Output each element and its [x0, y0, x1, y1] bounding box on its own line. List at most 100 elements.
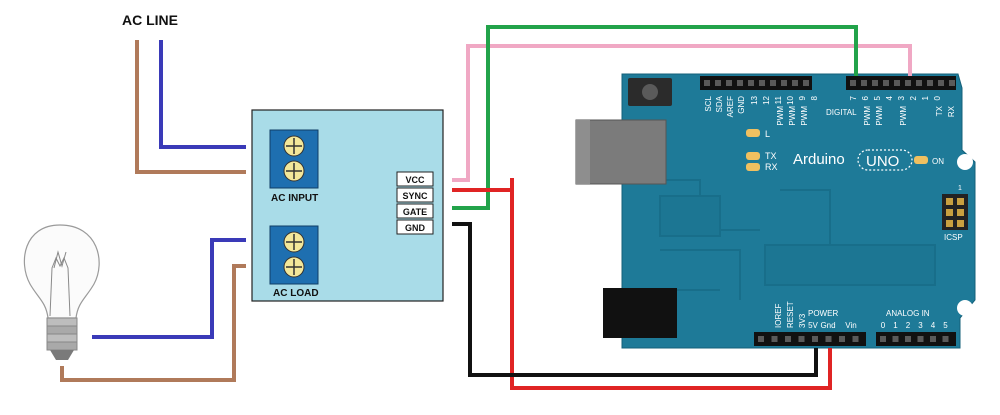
header-pin [930, 336, 936, 342]
mount-hole [957, 154, 973, 170]
header-analog [876, 332, 956, 346]
icsp-pin [946, 220, 953, 227]
digital-pin-label: SDA [715, 95, 724, 112]
wire-gnd-black [452, 222, 818, 377]
icsp-label: ICSP [944, 233, 963, 242]
power-pin-label: IOREF [774, 303, 783, 328]
header-pin [792, 80, 798, 86]
pwm-label: PWM [875, 106, 884, 126]
analog-label: ANALOG IN [886, 309, 930, 318]
header-pin [938, 80, 944, 86]
icsp-pin [946, 209, 953, 216]
header-pin [892, 336, 899, 342]
header-power [754, 332, 866, 346]
module-pin-box [396, 203, 434, 219]
module-pin-box [396, 219, 434, 235]
header-pin [798, 336, 805, 342]
header-pin [770, 80, 776, 86]
digital-pin-label: 12 [762, 95, 771, 104]
header-pin [781, 80, 787, 86]
header-pin [825, 336, 832, 342]
header-top-right [846, 76, 956, 90]
header-pin [812, 336, 818, 342]
power-jack [603, 288, 677, 338]
header-pin [927, 80, 933, 86]
pwm-label: PWM [800, 106, 809, 126]
wire-load-brown [60, 264, 246, 382]
digital-pin-label: 10 [786, 95, 795, 104]
light-bulb-icon [23, 224, 100, 360]
icsp-header [942, 194, 968, 230]
digital-pin-label: 2 [909, 95, 918, 100]
digital-pin-label: SCL [704, 95, 713, 111]
header-pin [704, 80, 710, 86]
analog-pin-label: 4 [931, 321, 936, 330]
ac-load-label: AC LOAD [273, 288, 319, 299]
header-pin [883, 80, 889, 86]
header-pin [726, 80, 732, 86]
ac-line-label: AC LINE [122, 12, 178, 28]
led-on [914, 156, 928, 164]
wire-gate-green [452, 25, 858, 210]
digital-pin-label: 8 [810, 95, 819, 100]
led-l [746, 129, 760, 137]
header-pin [905, 336, 911, 342]
header-pin [905, 80, 911, 86]
serial-pin-label: TX [935, 105, 944, 116]
header-pin [759, 80, 765, 86]
digital-pin-label: 9 [798, 95, 807, 100]
power-pin-label: Vin [845, 321, 856, 330]
header-pin [850, 80, 856, 86]
serial-pin-label: RX [947, 105, 956, 117]
wire-ac-line-blue [159, 40, 246, 149]
pwm-label: PWM [788, 106, 797, 126]
header-pin [942, 336, 949, 342]
header-pin [758, 336, 764, 342]
mount-hole [957, 300, 973, 316]
header-pin [803, 80, 809, 86]
digital-pin-label: 11 [774, 95, 783, 104]
module-pin-label: GATE [403, 207, 427, 217]
module-pin-label: GND [405, 223, 426, 233]
header-pin [861, 80, 867, 86]
module-pin-box [396, 171, 434, 187]
header-pin [748, 80, 754, 86]
module-pin-label: SYNC [402, 191, 428, 201]
icsp-pin [957, 209, 964, 216]
power-pin-label: 3V3 [798, 313, 807, 328]
analog-pin-label: 5 [943, 321, 948, 330]
digital-pin-label: 1 [921, 95, 930, 100]
power-pin-label: Gnd [820, 321, 835, 330]
wire-ac-line-brown [135, 40, 246, 174]
header-pin [894, 80, 900, 86]
led-rx [746, 163, 760, 171]
wires [60, 25, 912, 390]
header-pin [852, 336, 859, 342]
module-pin-label: VCC [405, 175, 425, 185]
led-l-label: L [765, 129, 770, 139]
digital-label: DIGITAL [826, 108, 857, 117]
digital-pin-label: 4 [885, 95, 894, 100]
led-on-label: ON [932, 157, 944, 166]
uno-badge [857, 149, 913, 171]
power-pin-label: 5V [808, 321, 818, 330]
wire-vcc-pink [452, 44, 912, 182]
digital-pin-label: 13 [750, 95, 759, 104]
wire-load-blue [92, 238, 246, 339]
header-pin [771, 336, 778, 342]
header-pin [737, 80, 743, 86]
board-traces [640, 179, 936, 300]
module-pin-box [396, 187, 434, 203]
power-label: POWER [808, 309, 838, 318]
analog-pin-label: 3 [918, 321, 923, 330]
arduino-model: UNO [866, 153, 899, 170]
ac-input-label: AC INPUT [271, 193, 318, 204]
icsp-pin [957, 198, 964, 205]
led-rx-label: RX [765, 162, 778, 172]
header-pin [715, 80, 721, 86]
header-pin [880, 336, 886, 342]
analog-pin-label: 1 [893, 321, 898, 330]
pwm-label: PWM [776, 106, 785, 126]
icsp-pin [946, 198, 953, 205]
header-pin [917, 336, 924, 342]
